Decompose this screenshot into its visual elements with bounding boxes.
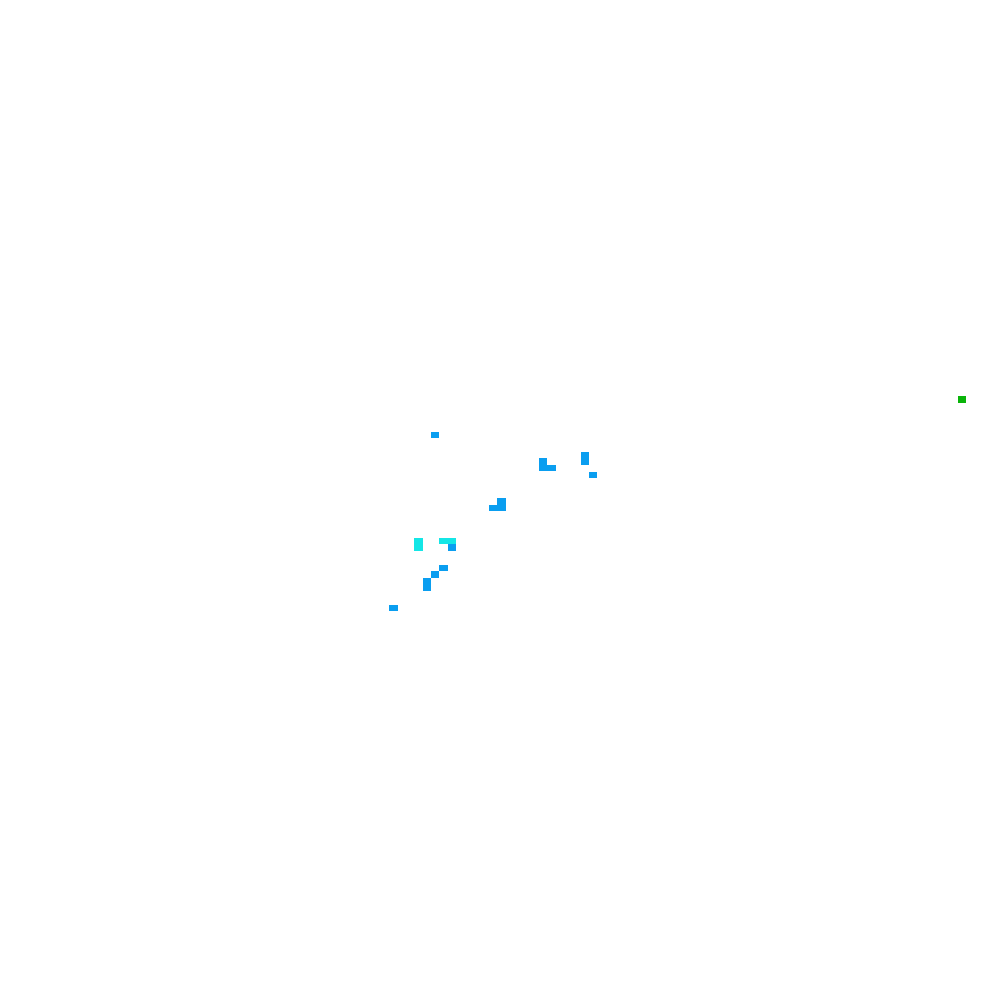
blue-cell xyxy=(539,458,547,471)
blue-cell xyxy=(439,565,448,571)
cyan-cell xyxy=(489,505,497,511)
green-cell xyxy=(958,396,966,403)
blue-cell xyxy=(439,538,456,544)
blue-cell xyxy=(547,465,556,471)
blue-cell xyxy=(423,578,431,591)
blue-cell xyxy=(389,605,398,611)
blue-cell xyxy=(448,544,456,551)
blue-cell xyxy=(581,452,589,465)
blue-cell xyxy=(414,538,423,551)
blue-cell xyxy=(431,432,439,438)
blue-cell xyxy=(431,571,439,578)
blue-cell xyxy=(589,472,597,478)
cyan-cell xyxy=(497,498,506,511)
